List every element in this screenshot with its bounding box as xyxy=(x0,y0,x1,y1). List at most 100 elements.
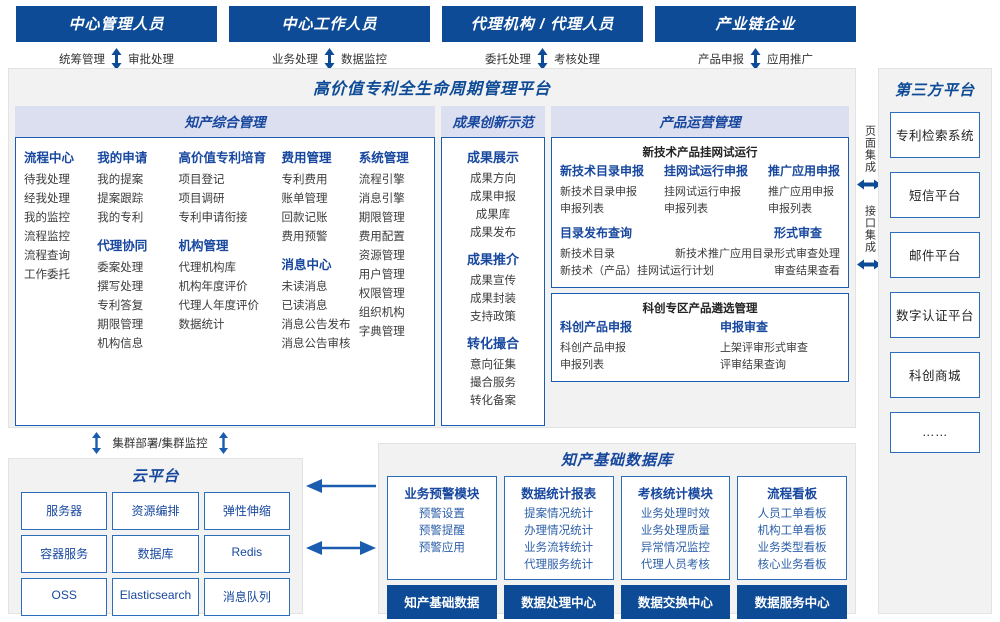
menu-item[interactable]: 申报列表 xyxy=(768,203,812,215)
cloud-cell-redis[interactable]: Redis xyxy=(203,535,290,573)
cloud-cell-autoscaling[interactable]: 弹性伸缩 xyxy=(203,492,290,530)
actor-title-center-admin[interactable]: 中心管理人员 xyxy=(16,6,217,42)
menu-header[interactable]: 我的申请 xyxy=(97,151,148,165)
menu-item[interactable]: 组织机构 xyxy=(358,307,405,319)
menu-item[interactable]: 资源管理 xyxy=(358,250,405,262)
menu-header[interactable]: 申报审查 xyxy=(720,320,769,334)
kdb-item[interactable]: 提案情况统计 xyxy=(524,508,594,520)
kdb-item[interactable]: 预警应用 xyxy=(418,542,465,554)
menu-item[interactable]: 成果申报 xyxy=(470,191,516,203)
kdb-footer-processing-center[interactable]: 数据处理中心 xyxy=(503,585,614,619)
kdb-item[interactable]: 机构工单看板 xyxy=(757,525,827,537)
cloud-cell-message-queue[interactable]: 消息队列 xyxy=(203,578,290,616)
third-party-item-sms[interactable]: 短信平台 xyxy=(890,172,980,218)
kdb-item[interactable]: 人员工单看板 xyxy=(757,508,827,520)
menu-item[interactable]: 新技术推广应用目录 xyxy=(675,248,774,260)
menu-header[interactable]: 科创产品申报 xyxy=(560,320,633,334)
kdb-item[interactable]: 预警提醒 xyxy=(418,525,465,537)
menu-item[interactable]: 意向征集 xyxy=(470,359,516,371)
menu-header[interactable]: 机构管理 xyxy=(178,239,229,253)
menu-header[interactable]: 推广应用申报 xyxy=(768,164,841,178)
menu-item[interactable]: 字典管理 xyxy=(358,326,405,338)
menu-item[interactable]: 代理人年度评价 xyxy=(178,300,259,312)
menu-header[interactable]: 系统管理 xyxy=(358,151,409,165)
menu-item[interactable]: 已读消息 xyxy=(281,300,328,312)
menu-item[interactable]: 成果宣传 xyxy=(470,275,516,287)
actor-title-agency[interactable]: 代理机构 / 代理人员 xyxy=(442,6,643,42)
menu-item[interactable]: 成果库 xyxy=(475,209,511,221)
menu-item[interactable]: 经我处理 xyxy=(24,193,70,205)
menu-item[interactable]: 流程引擎 xyxy=(358,174,405,186)
menu-item[interactable]: 推广应用申报 xyxy=(768,186,834,198)
third-party-item-patent-search[interactable]: 专利检索系统 xyxy=(890,112,980,158)
menu-item[interactable]: 账单管理 xyxy=(281,193,328,205)
menu-item[interactable]: 撮合服务 xyxy=(470,377,516,389)
menu-item[interactable]: 消息公告发布 xyxy=(281,319,351,331)
menu-item[interactable]: 上架评审形式审查 xyxy=(720,342,808,354)
third-party-item-innovation-mall[interactable]: 科创商城 xyxy=(890,352,980,398)
actor-title-center-staff[interactable]: 中心工作人员 xyxy=(229,6,430,42)
menu-item[interactable]: 专利答复 xyxy=(97,300,144,312)
kdb-item[interactable]: 代理人员考核 xyxy=(640,559,710,571)
menu-header[interactable]: 新技术目录申报 xyxy=(560,164,645,178)
menu-header[interactable]: 形式审查 xyxy=(774,226,823,240)
actor-title-industry-chain[interactable]: 产业链企业 xyxy=(655,6,856,42)
third-party-item-email[interactable]: 邮件平台 xyxy=(890,232,980,278)
cloud-cell-orchestration[interactable]: 资源编排 xyxy=(112,492,199,530)
menu-item[interactable]: 机构信息 xyxy=(97,338,144,350)
menu-header[interactable]: 消息中心 xyxy=(281,258,332,272)
kdb-item[interactable]: 代理服务统计 xyxy=(524,559,594,571)
menu-item[interactable]: 我的提案 xyxy=(97,174,144,186)
menu-item[interactable]: 科创产品申报 xyxy=(560,342,626,354)
kdb-item[interactable]: 办理情况统计 xyxy=(524,525,594,537)
menu-item[interactable]: 申报列表 xyxy=(560,359,604,371)
cloud-cell-database[interactable]: 数据库 xyxy=(112,535,199,573)
menu-item[interactable]: 权限管理 xyxy=(358,288,405,300)
menu-item[interactable]: 成果发布 xyxy=(470,227,516,239)
kdb-footer-exchange-center[interactable]: 数据交换中心 xyxy=(620,585,731,619)
menu-item[interactable]: 数据统计 xyxy=(178,319,225,331)
menu-item[interactable]: 委案处理 xyxy=(97,262,144,274)
menu-item[interactable]: 成果封装 xyxy=(470,293,516,305)
kdb-item[interactable]: 异常情况监控 xyxy=(640,542,710,554)
menu-item[interactable]: 待我处理 xyxy=(24,174,70,186)
third-party-item-more[interactable]: …… xyxy=(890,412,980,453)
menu-item[interactable]: 专利费用 xyxy=(281,174,328,186)
menu-item[interactable]: 费用预警 xyxy=(281,231,328,243)
menu-header[interactable]: 代理协同 xyxy=(97,239,148,253)
menu-item[interactable]: 支持政策 xyxy=(470,311,516,323)
menu-header[interactable]: 转化撮合 xyxy=(466,336,519,351)
menu-item[interactable]: 评审结果查询 xyxy=(720,359,786,371)
menu-item[interactable]: 我的监控 xyxy=(24,212,70,224)
menu-header[interactable]: 流程中心 xyxy=(24,151,75,165)
menu-item[interactable]: 机构年度评价 xyxy=(178,281,248,293)
menu-item[interactable]: 项目调研 xyxy=(178,193,225,205)
menu-item[interactable]: 挂网试运行申报 xyxy=(664,186,741,198)
menu-item[interactable]: 流程监控 xyxy=(24,231,70,243)
menu-item[interactable]: 新技术（产品）挂网试运行计划 xyxy=(560,265,714,277)
menu-item[interactable]: 工作委托 xyxy=(24,269,70,281)
menu-item[interactable]: 费用配置 xyxy=(358,231,405,243)
menu-header[interactable]: 成果展示 xyxy=(466,150,519,165)
menu-item[interactable]: 申报列表 xyxy=(560,203,604,215)
menu-item[interactable]: 我的专利 xyxy=(97,212,144,224)
menu-item[interactable]: 专利申请衔接 xyxy=(178,212,248,224)
menu-item[interactable]: 新技术目录 xyxy=(560,248,615,260)
third-party-item-digital-cert[interactable]: 数字认证平台 xyxy=(890,292,980,338)
cloud-cell-container[interactable]: 容器服务 xyxy=(21,535,108,573)
menu-item[interactable]: 流程查询 xyxy=(24,250,70,262)
cloud-cell-elasticsearch[interactable]: Elasticsearch xyxy=(112,578,199,616)
menu-header[interactable]: 费用管理 xyxy=(281,151,332,165)
menu-item[interactable]: 项目登记 xyxy=(178,174,225,186)
kdb-footer-service-center[interactable]: 数据服务中心 xyxy=(737,585,847,619)
menu-item[interactable]: 撰写处理 xyxy=(97,281,144,293)
menu-item[interactable]: 代理机构库 xyxy=(178,262,236,274)
kdb-item[interactable]: 预警设置 xyxy=(418,508,465,520)
menu-item[interactable]: 新技术目录申报 xyxy=(560,186,637,198)
menu-item[interactable]: 期限管理 xyxy=(358,212,405,224)
menu-header[interactable]: 目录发布查询 xyxy=(560,226,633,240)
menu-item[interactable]: 成果方向 xyxy=(470,173,516,185)
cloud-cell-oss[interactable]: OSS xyxy=(21,578,108,616)
cloud-cell-server[interactable]: 服务器 xyxy=(21,492,108,530)
kdb-item[interactable]: 业务处理时效 xyxy=(640,508,710,520)
